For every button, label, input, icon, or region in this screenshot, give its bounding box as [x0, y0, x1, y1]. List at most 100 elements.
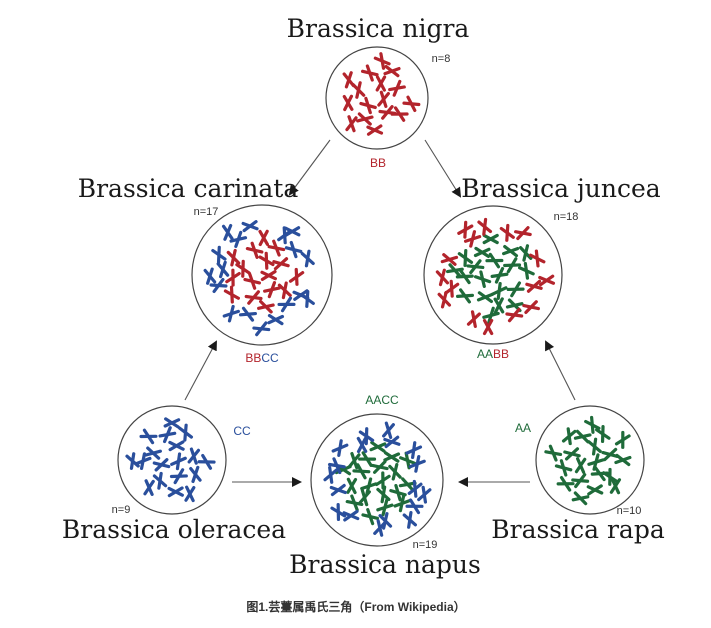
chromosome-icon — [152, 458, 171, 472]
chromosome-icon — [370, 460, 389, 474]
chromosome-icon — [211, 245, 227, 264]
chromosome-icon — [466, 259, 485, 275]
arrow-nigra-to-juncea — [424, 139, 462, 198]
chromosome-icon — [573, 429, 592, 444]
chromosome-count-carinata: n=17 — [194, 206, 219, 218]
chromosome-icon — [144, 446, 162, 460]
chromosome-icon — [258, 251, 275, 270]
chromosome-icon — [383, 451, 401, 463]
chromosome-icon — [139, 428, 158, 445]
chromosome-icon — [408, 455, 426, 473]
chromosome-icon — [226, 248, 241, 267]
chromosome-icon — [405, 441, 423, 460]
chromosome-icon — [167, 486, 184, 498]
chromosome-icon — [299, 289, 315, 309]
chromosome-icon — [272, 257, 290, 271]
chromosome-icon — [574, 457, 587, 474]
chromosome-icon — [388, 79, 406, 97]
chromosome-icon — [383, 435, 401, 449]
chromosome-icon — [352, 463, 371, 480]
chromosome-icon — [222, 304, 240, 323]
cell-nigra — [325, 46, 429, 150]
chromosome-icon — [614, 430, 631, 449]
chromosome-icon — [499, 223, 515, 242]
chromosome-count-nigra: n=8 — [432, 53, 451, 65]
genome-label-oleracea: CC — [233, 424, 251, 438]
chromosome-icon — [277, 281, 292, 300]
arrow-nigra-to-carinata — [288, 139, 331, 196]
chromosome-icon — [609, 477, 622, 495]
chromosome-icon — [348, 451, 361, 470]
chromosome-icon — [440, 253, 459, 266]
chromosome-icon — [518, 261, 535, 280]
chromosome-icon — [437, 290, 452, 309]
chromosome-icon — [158, 426, 177, 444]
chromosome-icon — [586, 484, 604, 496]
chromosome-icon — [209, 277, 228, 294]
chromosome-count-rapa: n=10 — [617, 505, 642, 517]
chromosome-icon — [525, 279, 543, 293]
chromosome-icon — [323, 465, 338, 484]
cell-napus — [310, 413, 444, 547]
chromosome-icon — [221, 223, 234, 241]
chromosome-icon — [244, 290, 263, 305]
cell-carinata — [191, 204, 333, 346]
chromosome-icon — [245, 241, 264, 259]
chromosome-icon — [223, 285, 240, 304]
chromosome-icon — [331, 439, 349, 458]
chromosome-icon — [382, 421, 395, 440]
chromosome-icon — [473, 246, 491, 259]
species-name-napus: Brassica napus — [289, 550, 481, 579]
chromosome-icon — [369, 440, 387, 453]
chromosome-icon — [375, 471, 391, 490]
species-name-oleracea: Brassica oleracea — [62, 515, 286, 544]
chromosome-icon — [241, 220, 259, 233]
chromosome-icon — [476, 291, 494, 304]
chromosome-icon — [168, 440, 185, 452]
chromosome-icon — [393, 494, 411, 513]
chromosome-icon — [360, 64, 379, 82]
chromosome-icon — [143, 479, 155, 496]
chromosome-icon — [522, 300, 540, 315]
chromosome-icon — [345, 115, 358, 133]
chromosome-icon — [445, 263, 464, 278]
chromosome-icon — [134, 452, 152, 470]
chromosome-icon — [177, 423, 194, 442]
chromosome-icon — [342, 71, 356, 89]
chromosome-icon — [463, 230, 482, 248]
chromosome-icon — [457, 248, 474, 268]
chromosome-icon — [356, 436, 368, 454]
species-name-rapa: Brassica rapa — [491, 515, 665, 544]
chromosome-icon — [342, 509, 360, 522]
chromosome-icon — [263, 281, 281, 299]
chromosome-icon — [377, 90, 390, 108]
chromosome-icon — [203, 267, 217, 285]
chromosome-icon — [358, 451, 377, 467]
chromosome-icon — [346, 477, 358, 495]
chromosome-icon — [601, 447, 619, 462]
chromosome-icon — [260, 269, 277, 282]
chromosome-icon — [388, 462, 402, 481]
chromosome-icon — [407, 479, 423, 498]
species-name-juncea: Brassica juncea — [461, 174, 660, 203]
chromosome-icon — [493, 297, 505, 314]
chromosome-icon — [455, 288, 475, 304]
cell-juncea — [423, 205, 563, 345]
chromosome-icon — [376, 498, 394, 517]
species-name-nigra: Brassica nigra — [287, 14, 470, 43]
chromosome-icon — [505, 307, 524, 323]
chromosome-icon — [329, 483, 347, 497]
chromosome-icon — [277, 296, 296, 313]
cell-rapa — [535, 405, 645, 515]
chromosome-icon — [538, 274, 556, 287]
chromosome-icon — [342, 94, 354, 112]
chromosome-icon — [561, 427, 577, 446]
chromosome-icon — [398, 477, 417, 492]
genome-label-juncea: AABB — [477, 347, 509, 361]
chromosome-icon — [614, 453, 632, 467]
chromosome-icon — [288, 267, 305, 286]
chromosome-icon — [360, 477, 378, 495]
chromosome-icon — [477, 217, 493, 236]
genome-label-napus: AACC — [365, 393, 399, 407]
